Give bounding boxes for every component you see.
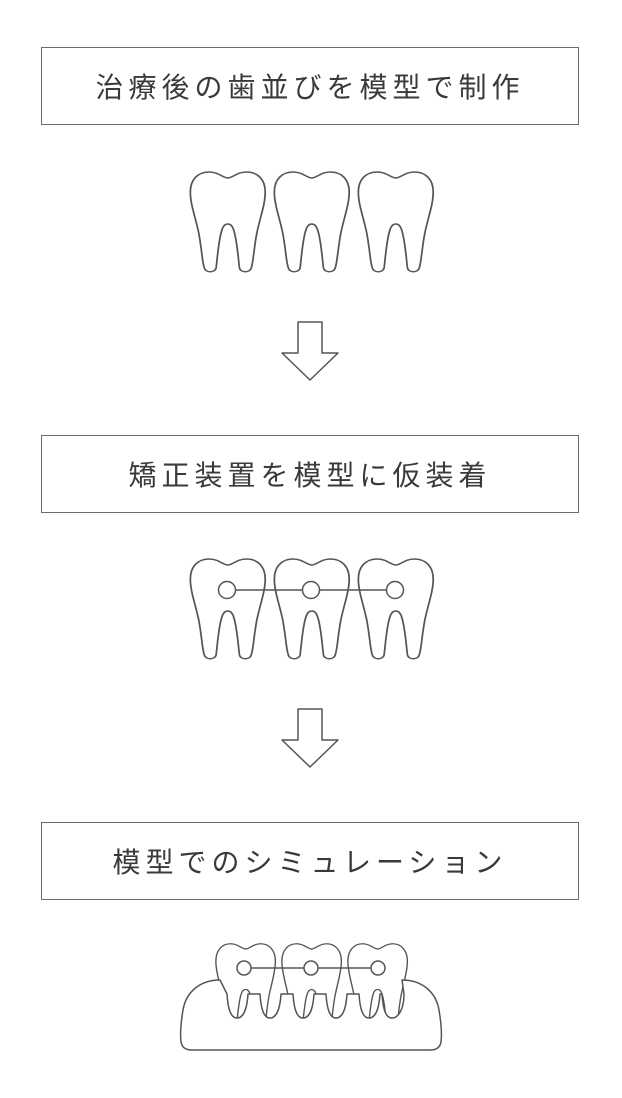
- bracket: [237, 961, 251, 975]
- bracket: [303, 582, 320, 599]
- down-arrow-icon: [282, 709, 338, 767]
- teeth-with-brackets-icon: [190, 559, 433, 659]
- down-arrow-icon: [282, 322, 338, 380]
- bracket: [219, 582, 236, 599]
- bracket: [387, 582, 404, 599]
- teeth-model-base-icon: [181, 944, 442, 1050]
- bracket: [371, 961, 385, 975]
- teeth-icon: [190, 172, 433, 272]
- bracket: [304, 961, 318, 975]
